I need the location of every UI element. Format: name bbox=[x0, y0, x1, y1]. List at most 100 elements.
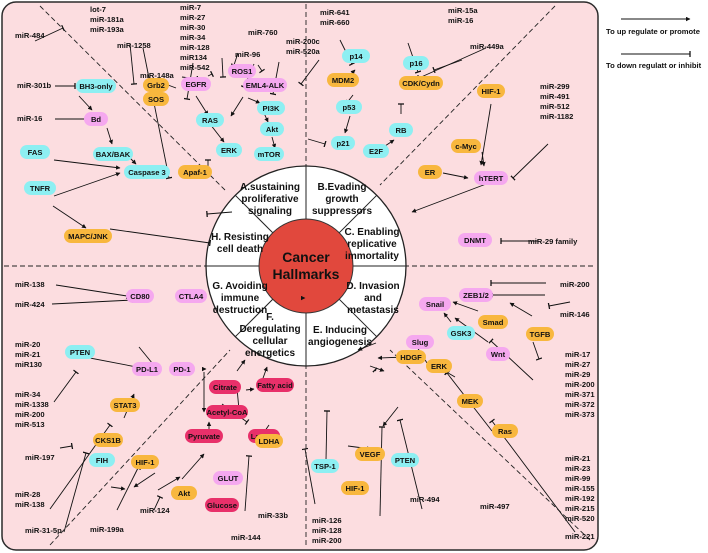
node-hif1c-shape bbox=[341, 481, 369, 495]
mir-512: miR-512 bbox=[540, 102, 570, 111]
node-pten2-shape bbox=[391, 453, 419, 467]
node-fih-label: FIH bbox=[96, 456, 108, 465]
node-grb2-shape bbox=[143, 78, 169, 92]
mir-20: miR-20 bbox=[15, 340, 40, 349]
node-snail: Snail bbox=[419, 297, 451, 311]
mir-1258: miR-1258 bbox=[117, 41, 151, 50]
hallmark-g-line2: immune bbox=[221, 293, 260, 304]
node-ldha-label: LDHA bbox=[258, 437, 280, 446]
mir-21a: miR-21 bbox=[15, 350, 41, 359]
node-tsp1-label: TSP-1 bbox=[314, 462, 336, 471]
node-p16-shape bbox=[403, 56, 429, 70]
node-hif1a-label: HIF-1 bbox=[482, 87, 502, 96]
mir-192: miR-192 bbox=[565, 494, 595, 503]
mir-371: miR-371 bbox=[565, 390, 595, 399]
node-dnmt-label: DNMT bbox=[464, 236, 486, 245]
mir-29b: miR-29 bbox=[565, 370, 590, 379]
connectors bbox=[34, 16, 691, 533]
mir-221: miR-221 bbox=[565, 532, 595, 541]
node-sos: SOS bbox=[143, 92, 169, 106]
mir-148a: miR-148a bbox=[140, 71, 175, 80]
node-gsk3-shape bbox=[447, 326, 475, 340]
node-ras2: Ras bbox=[492, 424, 518, 438]
node-stat3-shape bbox=[110, 398, 140, 412]
node-p16-label: p16 bbox=[409, 59, 422, 68]
hallmark-c-line1: C. Enabling bbox=[345, 227, 400, 238]
node-vegf-label: VEGF bbox=[360, 450, 381, 459]
node-acetyl: Acetyl-CoA bbox=[206, 405, 248, 419]
node-hdgf: HDGF bbox=[396, 350, 426, 364]
hallmark-c-line3: immortality bbox=[345, 251, 399, 262]
hallmark-d-line2: and bbox=[364, 293, 382, 304]
node-hif1c-label: HIF-1 bbox=[346, 484, 366, 493]
mir-199a: miR-199a bbox=[90, 525, 125, 534]
mir-124: miR-124 bbox=[140, 506, 170, 515]
node-caspase3: Caspase 3 bbox=[124, 165, 170, 179]
node-pyruvate: Pyruvate bbox=[185, 429, 223, 443]
mir-23: miR-23 bbox=[565, 464, 590, 473]
node-bd-label: Bd bbox=[91, 115, 101, 124]
node-cdk-label: CDK/Cydn bbox=[402, 79, 440, 88]
node-bd-shape bbox=[84, 112, 108, 126]
mir-128a: miR-128 bbox=[180, 43, 210, 52]
node-baxbak: BAX/BAK bbox=[93, 147, 133, 161]
mir-34a: miR-34 bbox=[180, 33, 206, 42]
node-tnfr-shape bbox=[24, 181, 56, 195]
node-stat3-label: STAT3 bbox=[114, 401, 137, 410]
node-pi3k-label: PI3K bbox=[263, 104, 280, 113]
node-hif1b-shape bbox=[131, 455, 159, 469]
node-snail-shape bbox=[419, 297, 451, 311]
node-cd80-shape bbox=[126, 289, 154, 303]
node-gsk3-label: GSK3 bbox=[451, 329, 472, 338]
node-baxbak-shape bbox=[93, 147, 133, 161]
mir-99: miR-99 bbox=[565, 474, 590, 483]
node-er: ER bbox=[418, 165, 442, 179]
node-ros1-shape bbox=[228, 64, 256, 78]
node-p21-shape bbox=[331, 136, 355, 150]
node-hif1b-label: HIF-1 bbox=[136, 458, 156, 467]
node-fas-shape bbox=[20, 145, 50, 159]
node-ras-shape bbox=[196, 113, 224, 127]
mir-144: miR-144 bbox=[231, 533, 261, 542]
node-fas: FAS bbox=[20, 145, 50, 159]
node-akt1: Akt bbox=[260, 122, 284, 136]
node-fih-shape bbox=[89, 453, 115, 467]
node-pi3k: PI3K bbox=[257, 101, 285, 115]
mir-197: miR-197 bbox=[25, 453, 55, 462]
hallmark-f-line3: cellular bbox=[252, 336, 287, 347]
node-pten1-label: PTEN bbox=[70, 348, 90, 357]
legend-up-label: To up regulate or promote bbox=[606, 27, 700, 36]
node-rb-label: RB bbox=[396, 126, 407, 135]
mir-138-b: miR-138 bbox=[15, 500, 45, 509]
node-glut-label: GLUT bbox=[218, 474, 239, 483]
hallmark-h-line1: H. Resisting bbox=[211, 232, 269, 243]
node-akt2-label: Akt bbox=[178, 489, 191, 498]
node-apaf-label: Apaf-1 bbox=[183, 168, 207, 177]
node-egfr-shape bbox=[181, 77, 211, 91]
node-pten2: PTEN bbox=[391, 453, 419, 467]
hallmark-b-line1: B.Evading bbox=[318, 182, 367, 193]
mir-134: miR134 bbox=[180, 53, 208, 62]
node-p14-label: p14 bbox=[349, 52, 363, 61]
node-eml4: EML4-ALK bbox=[243, 78, 287, 92]
node-glut-shape bbox=[213, 471, 243, 485]
node-cmyc-shape bbox=[451, 139, 481, 153]
node-erk2: ERK bbox=[426, 359, 452, 373]
node-fatty-label: Fatty acid bbox=[257, 381, 293, 390]
node-ros1: ROS1 bbox=[228, 64, 256, 78]
node-bh3: BH3-only bbox=[76, 79, 116, 93]
node-baxbak-label: BAX/BAK bbox=[96, 150, 131, 159]
node-dnmt: DNMT bbox=[458, 233, 492, 247]
node-erk2-label: ERK bbox=[431, 362, 448, 371]
node-akt1-label: Akt bbox=[266, 125, 279, 134]
mir-1182: miR-1182 bbox=[540, 112, 573, 121]
node-p53: p53 bbox=[336, 100, 362, 114]
mir-491: miR-491 bbox=[540, 92, 570, 101]
node-pdl1: PD-L1 bbox=[132, 362, 162, 376]
hallmark-e-line1: E. Inducing bbox=[313, 325, 367, 336]
node-cks1b: CKS1B bbox=[93, 433, 123, 447]
node-tnfr-label: TNFR bbox=[30, 184, 51, 193]
mir-28: miR-28 bbox=[15, 490, 40, 499]
mir-494: miR-494 bbox=[410, 495, 440, 504]
node-pd1-label: PD-1 bbox=[173, 365, 191, 374]
